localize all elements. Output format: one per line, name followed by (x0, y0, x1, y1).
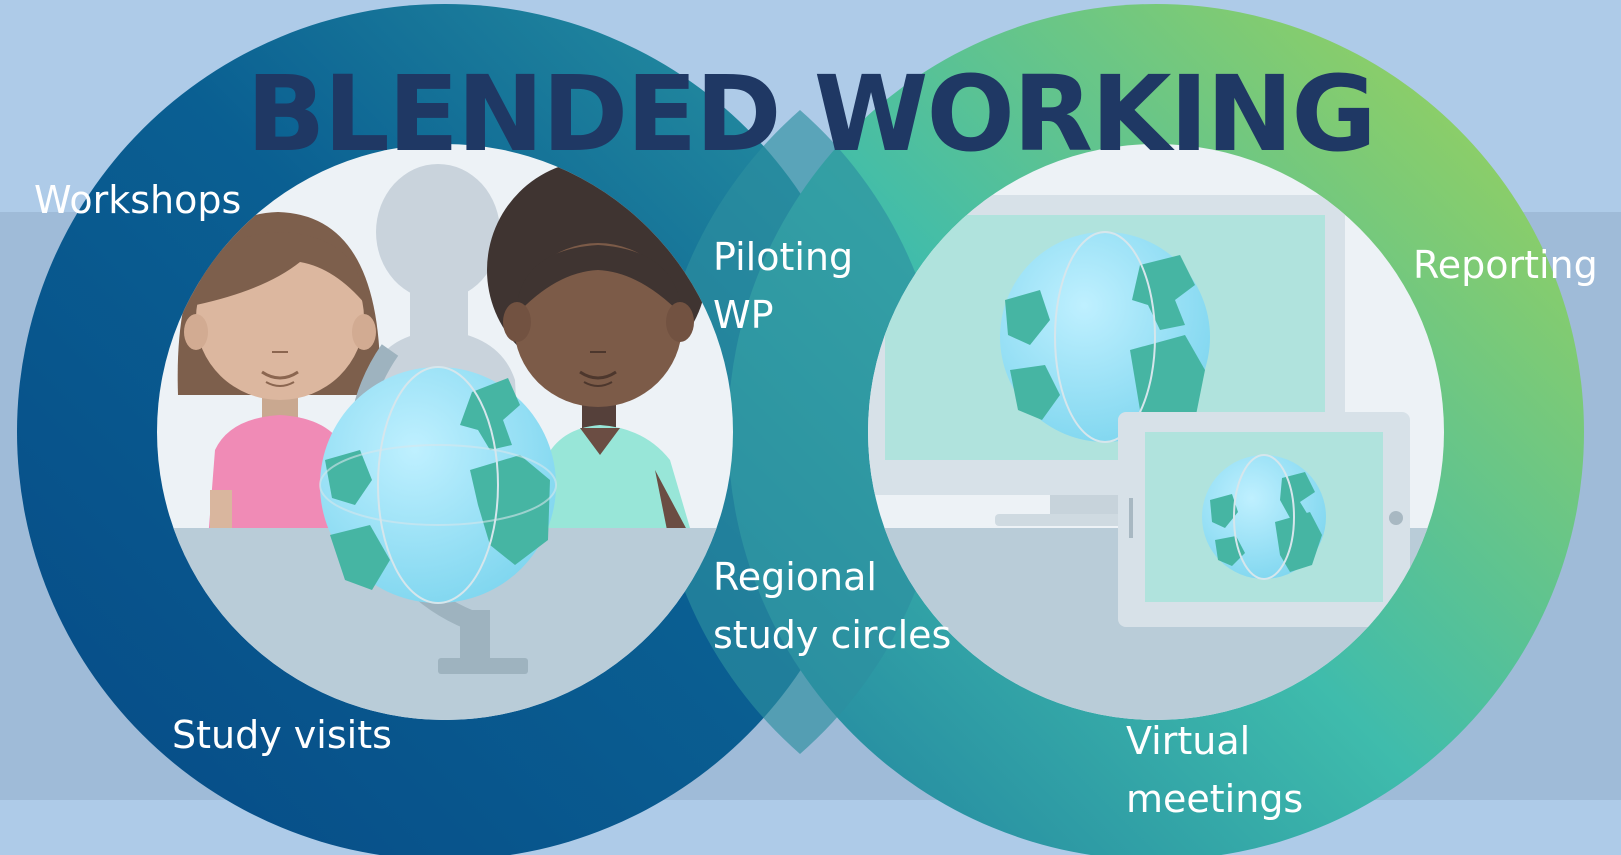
overlap-region (653, 110, 947, 754)
diagram-title: BLENDED WORKING (246, 53, 1376, 175)
label-virtual-line1: Virtual (1126, 719, 1251, 763)
label-study-visits-text: Study visits (172, 713, 392, 757)
label-workshops: Workshops (34, 171, 241, 229)
label-study-visits: Study visits (172, 706, 392, 764)
label-piloting-line2: WP (713, 293, 774, 337)
globe-stand-icon (319, 344, 557, 674)
label-regional-line2: study circles (713, 613, 952, 657)
left-inner-disc (157, 144, 733, 720)
label-workshops-text: Workshops (34, 178, 242, 222)
label-regional-line1: Regional (713, 555, 877, 599)
right-inner-disc (868, 144, 1444, 720)
label-regional-study-circles: Regional study circles (713, 548, 951, 664)
person-girl-icon (177, 212, 381, 540)
label-piloting-wp: Piloting WP (713, 228, 853, 344)
label-reporting: Reporting (1413, 236, 1598, 294)
label-piloting-line1: Piloting (713, 235, 854, 279)
label-virtual-meetings: Virtual meetings (1126, 712, 1303, 828)
label-virtual-line2: meetings (1126, 777, 1304, 821)
tablet-icon (1118, 412, 1410, 627)
label-reporting-text: Reporting (1413, 243, 1598, 287)
